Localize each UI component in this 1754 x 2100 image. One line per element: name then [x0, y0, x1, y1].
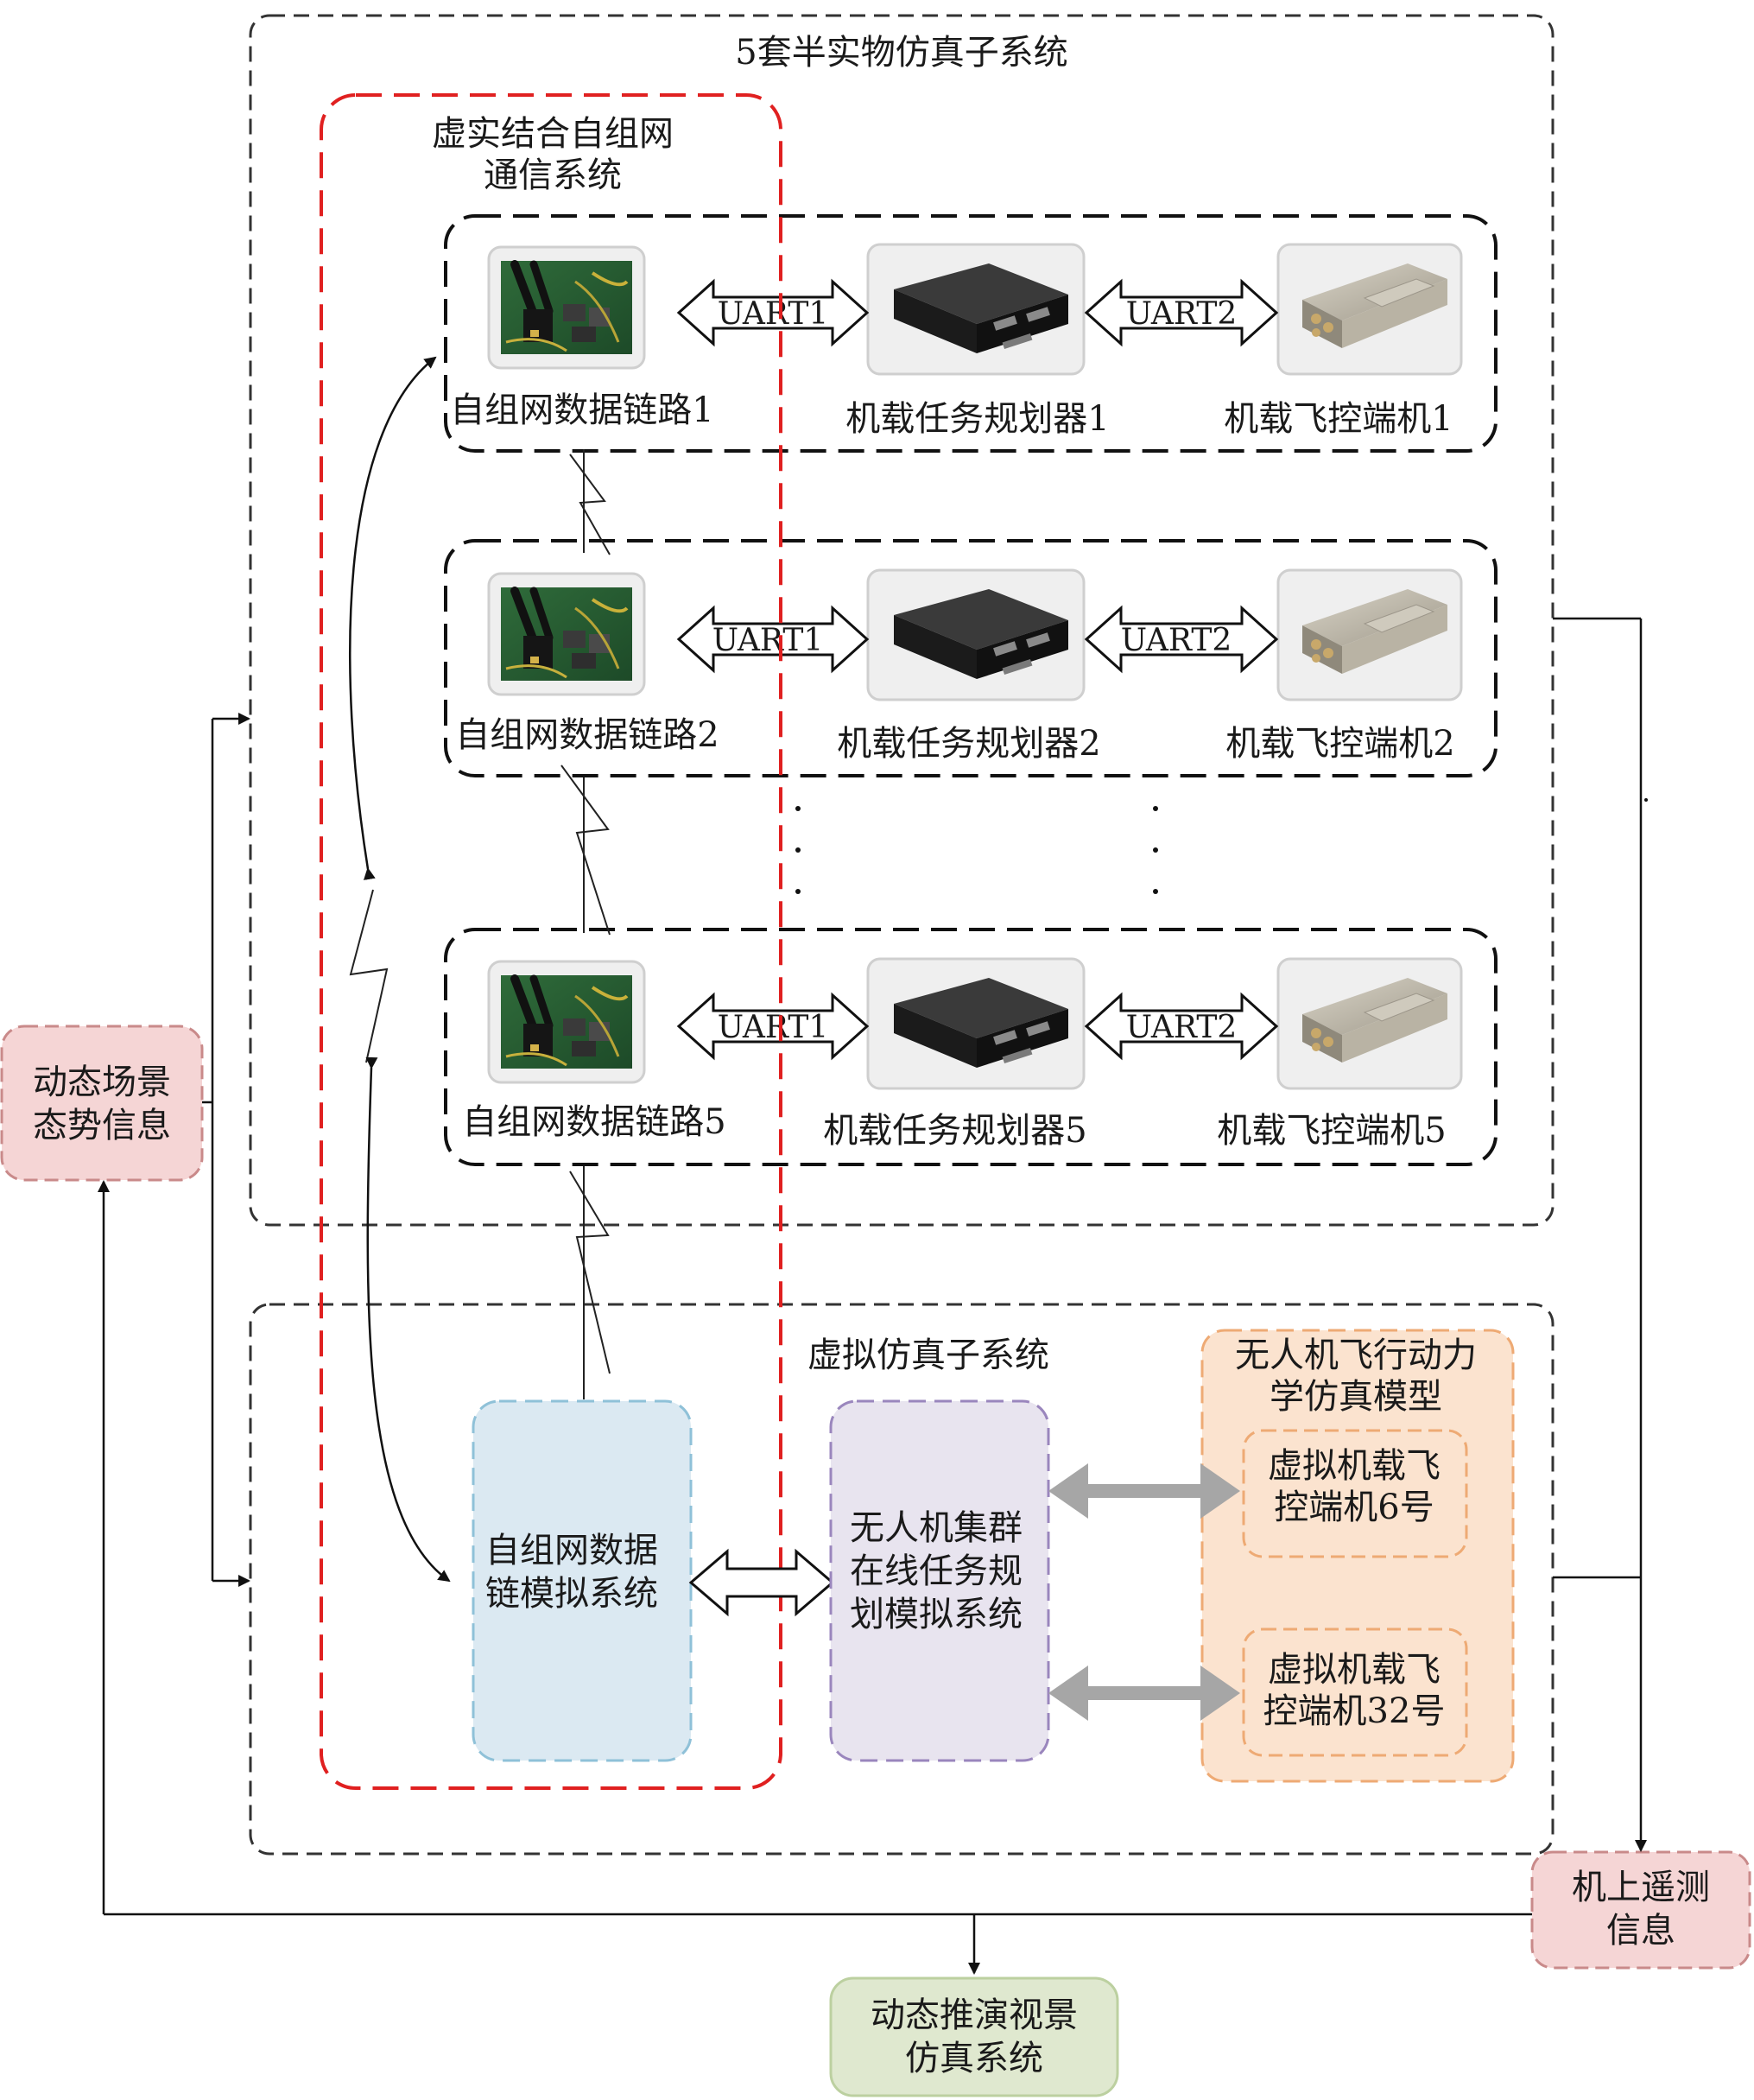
telemetry-line2: 信息: [1606, 1911, 1675, 1951]
telemetry-box: [1530, 1850, 1751, 1970]
virtual-system-title: 虚拟仿真子系统: [807, 1335, 1049, 1375]
virtual-fc6-box: [1242, 1429, 1468, 1558]
link-curve-arrow: [365, 1056, 451, 1583]
radio-module-icon: [489, 247, 644, 368]
flight-controller-label: 机载飞控端机2: [1225, 724, 1454, 764]
visual-sim-line1: 动态推演视景: [871, 1995, 1078, 2035]
virtual-system-frame: [249, 1303, 1555, 1856]
telemetry-connector: [1553, 617, 1647, 1852]
adhoc-sim-line1: 自组网数据: [485, 1531, 658, 1570]
mission-planner-label: 机载任务规划器5: [823, 1111, 1086, 1151]
uart2-arrow: UART2: [1084, 278, 1279, 347]
feedback-connector: [98, 1180, 1532, 1975]
mission-planner-icon: [866, 568, 1086, 701]
uart2-arrow: UART2: [1084, 605, 1279, 674]
uart2-label: UART2: [1126, 1010, 1238, 1045]
uart1-arrow: UART1: [676, 605, 870, 674]
virtual-fc32-line1: 虚拟机载飞: [1268, 1650, 1441, 1690]
mission-planner-icon: [866, 243, 1086, 376]
dynamics-title-line1: 无人机飞行动力: [1235, 1335, 1477, 1375]
wireless-link-icon: [349, 449, 611, 1399]
swarm-planning-line3: 划模拟系统: [850, 1595, 1023, 1634]
adhoc-link-label: 自组网数据链路2: [455, 715, 719, 755]
scene-info-line1: 动态场景: [33, 1063, 171, 1102]
adhoc-sim-box: [472, 1399, 693, 1762]
row-frame: [444, 928, 1498, 1166]
top-system-title: 5套半实物仿真子系统: [735, 33, 1067, 73]
uart2-label: UART2: [1126, 296, 1238, 332]
adhoc-link-label: 自组网数据链路5: [462, 1102, 725, 1142]
hybrid-network-frame: [320, 93, 782, 1790]
virtual-fc6-line1: 虚拟机载飞: [1268, 1446, 1441, 1486]
uart1-arrow: UART1: [676, 278, 870, 347]
mission-planner-label: 机载任务规划器1: [845, 399, 1109, 439]
top-system-frame: [249, 14, 1555, 1227]
uart1-label: UART1: [712, 623, 824, 658]
swarm-planning-line1: 无人机集群: [850, 1508, 1023, 1548]
radio-module-icon: [489, 574, 644, 695]
uart1-label: UART1: [718, 296, 829, 332]
flight-controller-icon: [1276, 957, 1463, 1090]
radio-module-icon: [489, 961, 644, 1082]
mission-planner-label: 机载任务规划器2: [837, 724, 1100, 764]
hybrid-network-title-line2: 通信系统: [484, 155, 622, 195]
virtual-fc32-box: [1242, 1627, 1468, 1757]
flight-controller-icon: [1276, 568, 1463, 701]
flight-controller-label: 机载飞控端机5: [1217, 1111, 1446, 1151]
adhoc-link-label: 自组网数据链路1: [450, 390, 713, 430]
row-frame: [444, 214, 1498, 453]
visual-sim-box: [829, 1976, 1119, 2097]
row-frame: [444, 539, 1498, 777]
flight-controller-icon: [1276, 243, 1463, 376]
visual-sim-line2: 仿真系统: [905, 2039, 1043, 2078]
uart2-arrow: UART2: [1084, 992, 1279, 1061]
adhoc-sim-line2: 链模拟系统: [485, 1574, 658, 1614]
planning-fc32-arrow: [1048, 1665, 1240, 1721]
swarm-planning-line2: 在线任务规: [850, 1551, 1023, 1591]
uart1-label: UART1: [718, 1010, 829, 1045]
adhoc-planning-arrow: [688, 1548, 835, 1617]
uart1-arrow: UART1: [676, 992, 870, 1061]
dynamics-title-line2: 学仿真模型: [1270, 1377, 1442, 1417]
scene-connector: [202, 713, 250, 1587]
uart2-label: UART2: [1121, 623, 1232, 658]
mission-planner-icon: [866, 957, 1086, 1090]
flight-controller-label: 机载飞控端机1: [1224, 399, 1453, 439]
scene-info-box: [0, 1025, 204, 1182]
hybrid-network-title-line1: 虚实结合自组网: [432, 114, 674, 154]
virtual-fc6-line2: 控端机6号: [1274, 1488, 1434, 1527]
swarm-planning-box: [829, 1399, 1050, 1762]
planning-fc6-arrow: [1048, 1463, 1240, 1519]
link-curve-arrow: [349, 356, 437, 880]
scene-info-line2: 态势信息: [33, 1106, 171, 1145]
telemetry-line1: 机上遥测: [1572, 1868, 1710, 1907]
virtual-fc32-line2: 控端机32号: [1263, 1691, 1446, 1731]
